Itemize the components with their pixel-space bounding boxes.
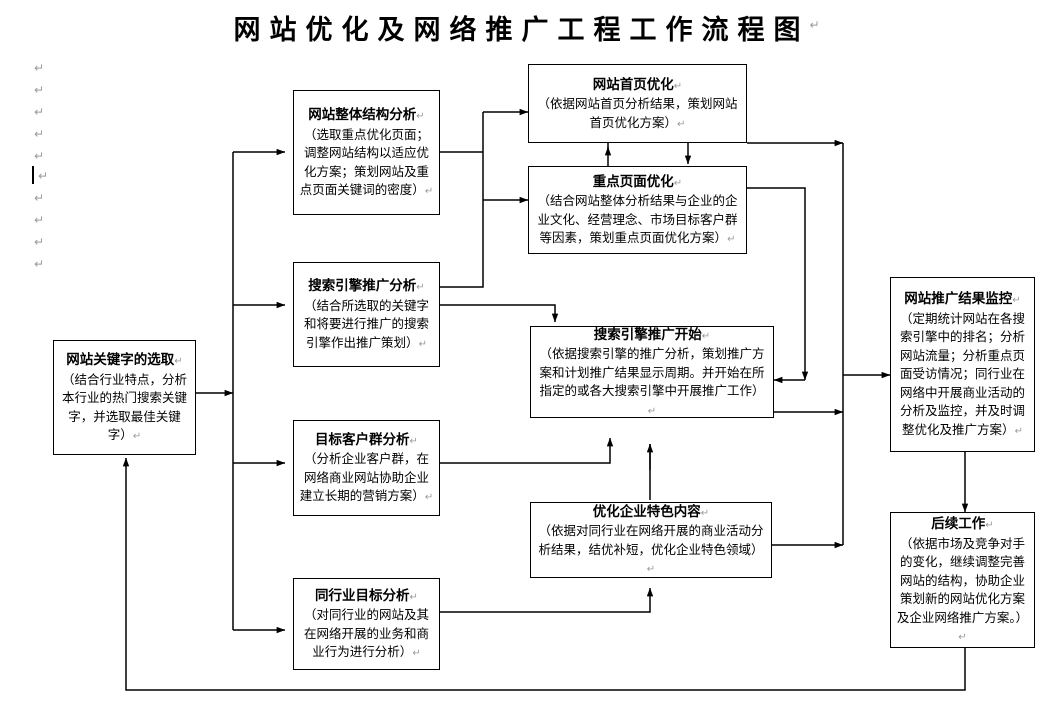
paragraph-mark: ↵ bbox=[38, 169, 49, 183]
node-homepage-optimization[interactable]: 网站首页优化↵ （依据网站首页分析结果，策划网站首页优化方案）↵ bbox=[528, 64, 747, 143]
pilcrow-mark: ↵ bbox=[809, 18, 820, 32]
node-heading: 网站关键字的选取↵ bbox=[66, 352, 183, 369]
pilcrow-mark: ↵ bbox=[673, 80, 683, 92]
pilcrow-mark: ↵ bbox=[418, 338, 427, 350]
node-body: （依据搜索引擎的推广分析，策划推广方案和计划推广结果显示周期。并开始在所指定的或… bbox=[539, 346, 765, 417]
paragraph-mark: ↵ bbox=[34, 149, 45, 163]
pilcrow-mark: ↵ bbox=[700, 507, 710, 519]
node-body: （定期统计网站在各搜索引擎中的排名；分析网站流量；分析重点页面受访情况；同行业在… bbox=[899, 310, 1025, 437]
edge-customer-to-se-start bbox=[440, 437, 614, 464]
pilcrow-mark: ↵ bbox=[416, 282, 425, 294]
pilcrow-mark: ↵ bbox=[701, 330, 711, 342]
node-heading: 目标客户群分析↵ bbox=[315, 431, 418, 448]
node-key-page-optimization[interactable]: 重点页面优化↵ （结合网站整体分析结果与企业的企业文化、经营理念、市场目标客户群… bbox=[528, 166, 747, 254]
node-heading: 网站整体结构分析↵ bbox=[308, 107, 425, 124]
pilcrow-mark: ↵ bbox=[424, 492, 434, 504]
pilcrow-mark: ↵ bbox=[416, 111, 425, 123]
node-body: （依据市场及竞争对手的变化，继续调整完善网站的结构，协助企业策划新的网站优化方案… bbox=[896, 535, 1029, 644]
node-heading: 后续工作↵ bbox=[931, 516, 994, 533]
node-heading: 网站推广结果监控↵ bbox=[904, 291, 1021, 308]
pilcrow-mark: ↵ bbox=[647, 405, 657, 417]
paragraph-mark: ↵ bbox=[34, 127, 45, 141]
pilcrow-mark: ↵ bbox=[727, 234, 736, 246]
edge-se-analysis-to-keypage-join bbox=[440, 200, 484, 288]
node-search-engine-promotion-analysis[interactable]: 搜索引擎推广分析↵ （结合所选取的关键字和将要进行推广的搜索引擎作出推广策划）↵ bbox=[293, 262, 440, 367]
node-site-structure-analysis[interactable]: 网站整体结构分析↵ （选取重点优化页面；调整网站结构以适应优化方案；策划网站及重… bbox=[293, 90, 440, 215]
paragraph-mark: ↵ bbox=[34, 61, 45, 75]
paragraph-mark: ↵ bbox=[34, 191, 45, 205]
pilcrow-mark: ↵ bbox=[985, 520, 994, 532]
node-heading: 网站首页优化↵ bbox=[592, 76, 683, 93]
node-body: （结合网站整体分析结果与企业的企业文化、经营理念、市场目标客户群等因素，策划重点… bbox=[537, 193, 738, 246]
node-peer-industry-analysis[interactable]: 同行业目标分析↵ （对同行业的网站及其在网络开展的业务和商业行为进行分析）↵ bbox=[293, 578, 440, 670]
text-caret bbox=[32, 166, 34, 184]
node-body: （结合所选取的关键字和将要进行推广的搜索引擎作出推广策划）↵ bbox=[303, 297, 429, 350]
pilcrow-mark: ↵ bbox=[677, 118, 686, 130]
node-target-customer-analysis[interactable]: 目标客户群分析↵ （分析企业客户群，在网络商业网站协助企业建立长期的营销方案）↵ bbox=[293, 420, 440, 516]
pilcrow-mark: ↵ bbox=[409, 591, 418, 603]
node-optimize-enterprise-content[interactable]: 优化企业特色内容↵ （依据对同行业在网络开展的商业活动分析结果，结优补短，优化企… bbox=[530, 502, 772, 578]
pilcrow-mark: ↵ bbox=[174, 356, 183, 368]
pilcrow-mark: ↵ bbox=[673, 177, 683, 189]
edge-se-analysis-to-start bbox=[440, 304, 559, 323]
node-body: （依据对同行业在网络开展的商业活动分析结果，结优补短，优化企业特色领域）↵ bbox=[538, 523, 764, 576]
page-title-text: 网站优化及网络推广工程工作流程图 bbox=[233, 15, 810, 46]
pilcrow-mark: ↵ bbox=[132, 431, 142, 443]
pilcrow-mark: ↵ bbox=[424, 186, 434, 198]
page-title: 网站优化及网络推广工程工作流程图↵ bbox=[0, 8, 1053, 47]
node-keyword-selection[interactable]: 网站关键字的选取↵ （结合行业特点，分析本行业的热门搜索关键字，并选取最佳关键字… bbox=[53, 340, 196, 455]
node-follow-up-work[interactable]: 后续工作↵ （依据市场及竞争对手的变化，继续调整完善网站的结构，协助企业策划新的… bbox=[890, 512, 1035, 648]
node-search-engine-promotion-start[interactable]: 搜索引擎推广开始↵ （依据搜索引擎的推广分析，策划推广方案和计划推广结果显示周期… bbox=[530, 326, 774, 418]
node-heading: 搜索引擎推广开始↵ bbox=[593, 326, 711, 343]
node-body: （依据网站首页分析结果，策划网站首页优化方案）↵ bbox=[537, 96, 738, 130]
pilcrow-mark: ↵ bbox=[412, 648, 421, 660]
pilcrow-mark: ↵ bbox=[1014, 425, 1023, 437]
paragraph-mark: ↵ bbox=[34, 105, 45, 119]
pilcrow-mark: ↵ bbox=[958, 632, 967, 644]
node-heading: 重点页面优化↵ bbox=[592, 173, 683, 190]
paragraph-mark: ↵ bbox=[34, 213, 45, 227]
node-body: （选取重点优化页面；调整网站结构以适应优化方案；策划网站及重点页面关键词的密度）… bbox=[299, 126, 434, 198]
node-body: （结合行业特点，分析本行业的热门搜索关键字，并选取最佳关键字）↵ bbox=[61, 371, 187, 443]
paragraph-mark: ↵ bbox=[34, 235, 45, 249]
paragraph-mark: ↵ bbox=[34, 83, 45, 97]
pilcrow-mark: ↵ bbox=[1012, 295, 1021, 307]
node-body: （对同行业的网站及其在网络开展的业务和商业行为进行分析）↵ bbox=[303, 607, 429, 660]
pilcrow-mark: ↵ bbox=[409, 435, 418, 447]
node-heading: 搜索引擎推广分析↵ bbox=[308, 278, 425, 295]
pilcrow-mark: ↵ bbox=[646, 564, 656, 576]
node-promotion-result-monitoring[interactable]: 网站推广结果监控↵ （定期统计网站在各搜索引擎中的排名；分析网站流量；分析重点页… bbox=[890, 277, 1035, 452]
node-heading: 同行业目标分析↵ bbox=[315, 587, 418, 604]
node-body: （分析企业客户群，在网络商业网站协助企业建立长期的营销方案）↵ bbox=[299, 451, 434, 504]
node-heading: 优化企业特色内容↵ bbox=[592, 503, 710, 520]
edge-peer-to-optimize bbox=[440, 587, 654, 613]
paragraph-mark: ↵ bbox=[34, 257, 45, 271]
